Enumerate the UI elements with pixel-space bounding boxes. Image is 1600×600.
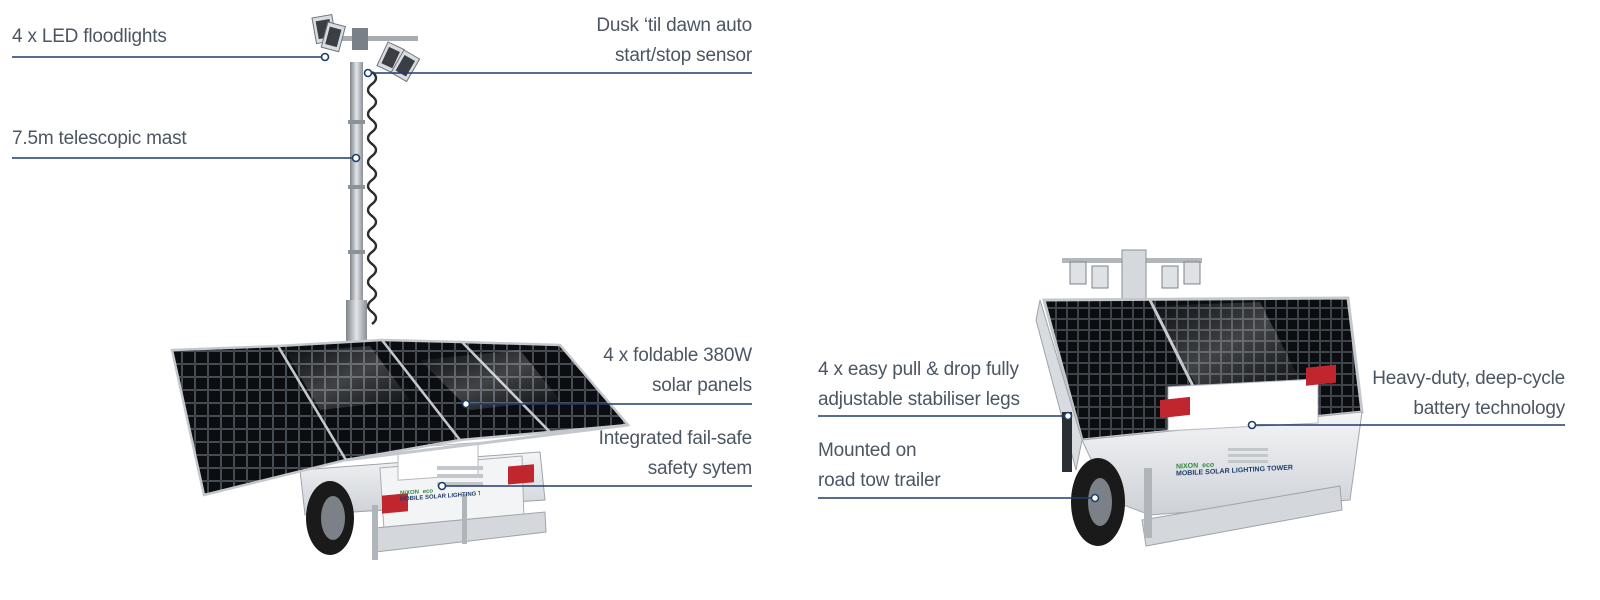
transport-right-tail-light bbox=[1306, 364, 1336, 386]
transport-lighting-tower-illustration bbox=[1035, 249, 1364, 547]
deployed-solar-panels bbox=[170, 338, 631, 497]
transport-left-tail-light bbox=[1160, 396, 1190, 419]
callout-text: solar panels bbox=[651, 375, 752, 396]
leader-lines bbox=[12, 56, 1565, 499]
transport-floodlights bbox=[1062, 249, 1202, 301]
callout-text: Mounted on bbox=[818, 440, 917, 461]
led-floodlight-array bbox=[311, 13, 421, 83]
callout-stabiliser-legs: 4 x easy pull & drop fully adjustable st… bbox=[818, 355, 1020, 415]
deployed-trailer-body bbox=[299, 442, 547, 560]
callout-text: safety sytem bbox=[647, 458, 752, 479]
callout-dusk-dawn-sensor: Dusk ‘til dawn auto start/stop sensor bbox=[596, 11, 752, 71]
callout-text: start/stop sensor bbox=[614, 45, 752, 66]
callout-text: battery technology bbox=[1413, 398, 1565, 419]
callout-text: Heavy-duty, deep-cycle bbox=[1372, 368, 1565, 389]
callout-foldable-solar-panels: 4 x foldable 380W solar panels bbox=[603, 341, 752, 401]
callout-text: adjustable stabiliser legs bbox=[818, 389, 1020, 410]
transport-housing-vent bbox=[1228, 448, 1268, 463]
callout-text: Dusk ‘til dawn auto bbox=[596, 15, 752, 36]
callout-telescopic-mast: 7.5m telescopic mast bbox=[12, 124, 187, 154]
right-tail-light bbox=[508, 464, 534, 485]
callout-text: 4 x easy pull & drop fully bbox=[818, 359, 1019, 380]
callout-text: 4 x foldable 380W bbox=[603, 345, 752, 366]
callout-battery-technology: Heavy-duty, deep-cycle battery technolog… bbox=[1372, 364, 1565, 424]
callout-text: road tow trailer bbox=[818, 470, 941, 491]
left-tail-light bbox=[382, 493, 408, 514]
callout-text: 4 x LED floodlights bbox=[12, 26, 167, 47]
callout-text: Integrated fail-safe bbox=[598, 428, 753, 449]
telescopic-mast bbox=[346, 62, 378, 352]
callout-led-floodlights: 4 x LED floodlights bbox=[12, 22, 167, 52]
leader-anchor-dots bbox=[320, 52, 1257, 503]
callout-road-tow-trailer: Mounted on road tow trailer bbox=[818, 436, 941, 496]
callout-fail-safe-system: Integrated fail-safe safety sytem bbox=[598, 424, 753, 484]
housing-vent bbox=[437, 466, 483, 486]
callout-text: 7.5m telescopic mast bbox=[12, 128, 187, 149]
